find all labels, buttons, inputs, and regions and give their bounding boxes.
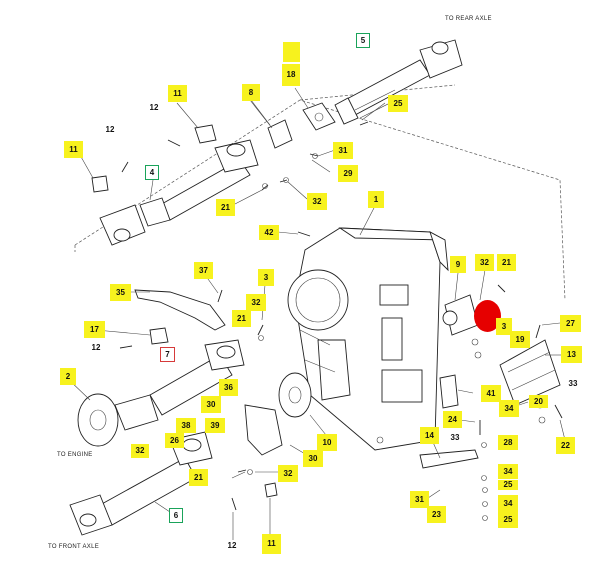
callout-c-35: 35 bbox=[110, 284, 131, 301]
callout-c-41: 41 bbox=[481, 385, 501, 402]
guard-shield bbox=[244, 404, 283, 456]
callout-c-1: 1 bbox=[368, 191, 384, 208]
callout-c-6: 6 bbox=[169, 508, 183, 523]
front-driveshaft bbox=[69, 431, 213, 536]
callout-c-20: 20 bbox=[529, 395, 548, 408]
callout-c-7: 7 bbox=[160, 347, 175, 362]
callout-c-30b: 30 bbox=[303, 450, 323, 467]
callout-c-29: 29 bbox=[338, 165, 358, 182]
support-bracket bbox=[439, 374, 459, 409]
caption-to-rear-axle: TO REAR AXLE bbox=[445, 16, 492, 22]
engine-driveshaft bbox=[114, 339, 245, 431]
callout-c-18b: 18 bbox=[282, 64, 300, 86]
callout-c-42: 42 bbox=[259, 225, 279, 240]
callout-c-3: 3 bbox=[258, 269, 274, 286]
clip-bracket-upper bbox=[194, 124, 217, 144]
rear-driveshaft bbox=[334, 39, 463, 125]
callout-c-33a: 33 bbox=[568, 379, 578, 388]
callout-c-30a: 30 bbox=[201, 396, 221, 413]
callout-c-9: 9 bbox=[450, 256, 466, 273]
callout-c-10: 10 bbox=[317, 434, 337, 451]
callout-c-32b: 32 bbox=[475, 254, 494, 271]
callout-c-25a: 25 bbox=[388, 95, 408, 112]
callout-c-11b: 11 bbox=[64, 141, 83, 158]
callout-c-5: 5 bbox=[356, 33, 370, 48]
callout-c-18 bbox=[283, 42, 300, 62]
callout-c-12d: 12 bbox=[227, 541, 237, 550]
callout-c-32e: 32 bbox=[278, 465, 298, 482]
bearing-plate bbox=[302, 102, 336, 131]
callout-c-21d: 21 bbox=[189, 469, 208, 486]
companion-flange bbox=[77, 393, 119, 447]
callout-c-13: 13 bbox=[561, 346, 582, 363]
callout-c-21a: 21 bbox=[216, 199, 235, 216]
callout-c-31a: 31 bbox=[333, 142, 353, 159]
callout-c-39: 39 bbox=[205, 418, 225, 433]
callout-c-33b: 33 bbox=[450, 433, 460, 442]
callout-c-32d: 32 bbox=[131, 444, 149, 458]
shift-bracket bbox=[134, 289, 226, 331]
callout-c-17: 17 bbox=[84, 321, 105, 338]
callout-c-11a: 11 bbox=[168, 85, 187, 102]
callout-c-2: 2 bbox=[60, 368, 76, 385]
callout-c-36: 36 bbox=[219, 379, 238, 396]
speedometer-drive bbox=[442, 294, 479, 336]
callout-c-28: 28 bbox=[498, 435, 518, 450]
callout-c-23: 23 bbox=[427, 506, 446, 523]
caption-to-front-axle: TO FRONT AXLE bbox=[48, 544, 100, 550]
callout-c-32a: 32 bbox=[307, 193, 327, 210]
mounting-bracket bbox=[499, 339, 561, 406]
callout-c-34c: 34 bbox=[498, 495, 518, 512]
caption-to-engine: TO ENGINE bbox=[57, 452, 93, 458]
callout-c-34a: 34 bbox=[499, 400, 519, 417]
upper-driveshaft bbox=[99, 139, 259, 246]
output-flange bbox=[278, 372, 312, 418]
callout-c-19: 19 bbox=[510, 331, 530, 348]
callout-c-4: 4 bbox=[145, 165, 159, 180]
callout-c-38: 38 bbox=[176, 418, 196, 433]
callout-c-32c: 32 bbox=[246, 294, 266, 311]
callout-c-25b: 25 bbox=[498, 480, 518, 490]
callout-c-25c: 25 bbox=[498, 511, 518, 528]
callout-c-11c: 11 bbox=[262, 534, 281, 554]
callout-c-12a: 12 bbox=[149, 103, 159, 112]
clip-bracket-left bbox=[91, 175, 109, 193]
callout-c-22: 22 bbox=[556, 437, 575, 454]
callout-c-12c: 12 bbox=[91, 343, 101, 352]
callout-c-21c: 21 bbox=[232, 310, 251, 327]
callout-c-14: 14 bbox=[420, 427, 439, 444]
callout-c-27: 27 bbox=[560, 315, 581, 332]
callout-c-34b: 34 bbox=[498, 464, 518, 479]
callout-c-8: 8 bbox=[242, 84, 260, 101]
leader-lines bbox=[66, 87, 566, 540]
callout-c-21b: 21 bbox=[497, 254, 516, 271]
shift-rod bbox=[419, 449, 479, 469]
yoke bbox=[249, 99, 293, 149]
callout-c-12b: 12 bbox=[105, 125, 115, 134]
callout-c-3b: 3 bbox=[496, 318, 512, 335]
callout-c-24: 24 bbox=[443, 411, 462, 428]
callout-c-31b: 31 bbox=[410, 491, 429, 508]
callout-c-37: 37 bbox=[194, 262, 213, 279]
callout-c-26: 26 bbox=[165, 433, 184, 448]
transfer-case-housing bbox=[287, 227, 449, 451]
